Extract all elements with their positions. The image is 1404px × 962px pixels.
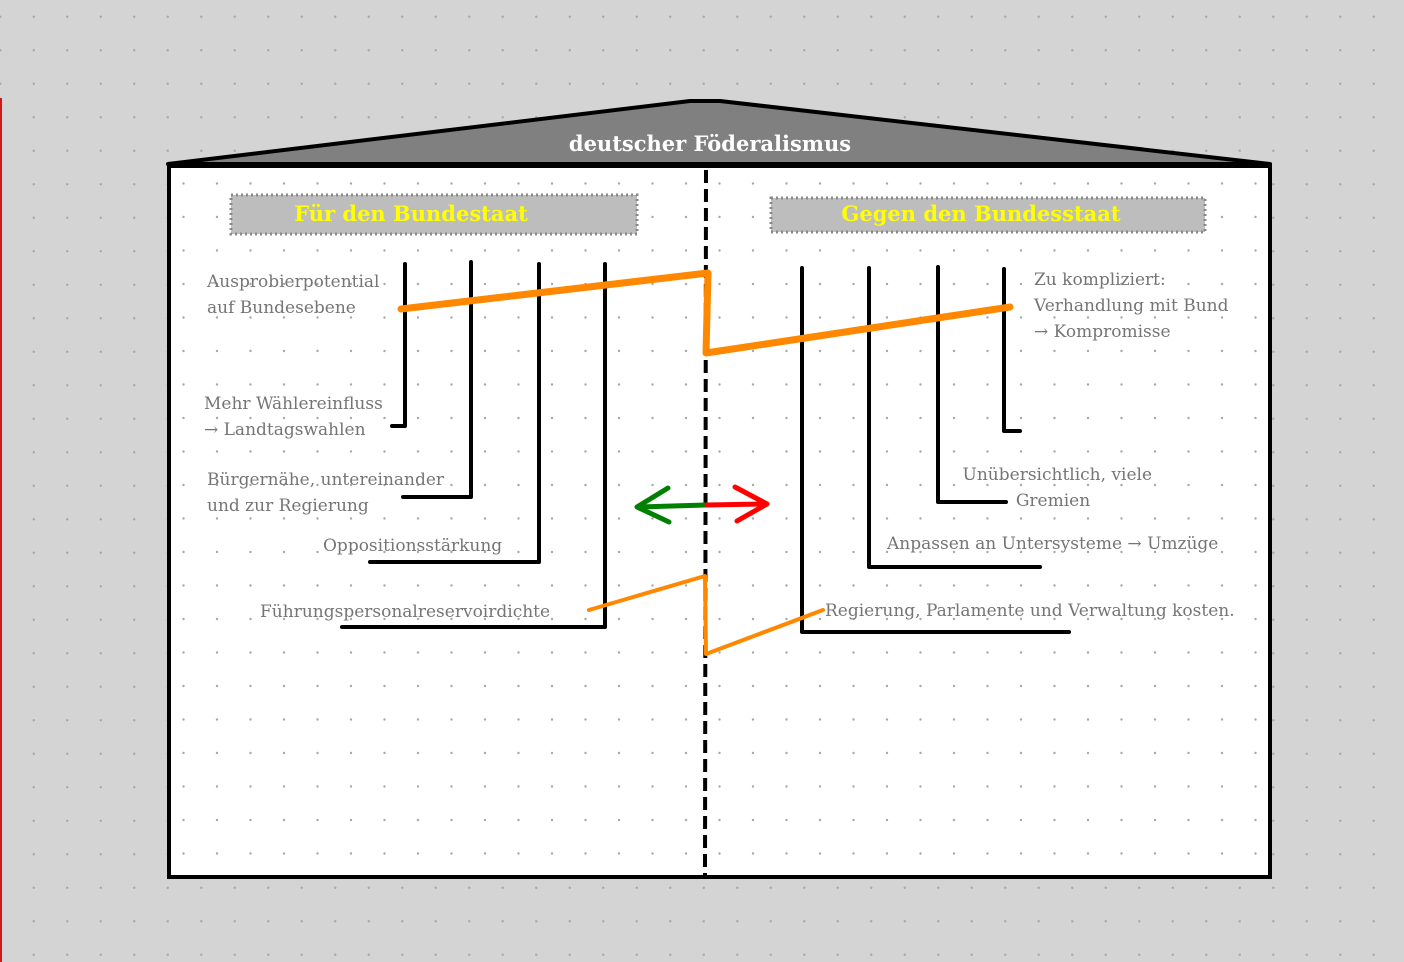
arrow-contra [704,484,770,524]
pro-argument-3: Bürgernähe, untereinander und zur Regier… [207,470,449,516]
contra-argument-2: Unübersichtlich, viele Gremien [963,465,1158,511]
pro-arguments: Ausprobierpotential auf Bundesebene Mehr… [204,272,550,622]
pro-pillar-2 [401,260,473,499]
contra-pillar-3 [867,266,1042,569]
pro-header: Für den Bundestaat [229,193,639,236]
pro-argument-5: Führungspersonalreservoirdichte [260,602,550,622]
contra-pillar-1 [1002,267,1022,433]
pro-argument-1: Ausprobierpotential auf Bundesebene [206,272,385,318]
pro-heading: Für den Bundestaat [294,201,528,226]
contra-pillar-4 [800,266,1071,634]
canvas-edge-marker [0,98,2,962]
contra-argument-4: Regierung, Parlamente und Verwaltung kos… [825,601,1235,621]
pro-pillars [340,260,607,629]
contra-arguments: Zu kompliziert: Verhandlung mit Bund → K… [825,270,1235,621]
pro-argument-2: Mehr Wählereinfluss → Landtagswahlen [204,394,388,440]
house-dot-grid [169,166,1270,877]
contra-argument-1: Zu kompliziert: Verhandlung mit Bund → K… [1033,270,1234,342]
contra-argument-3: Anpassen an Untersysteme → Umzüge [886,534,1218,554]
connector-bottom [587,574,825,656]
pro-pillar-1 [390,262,407,428]
pro-pillar-4 [340,262,607,629]
house-outline [167,164,1272,879]
contra-pillar-2 [936,265,1008,504]
pro-argument-4: Oppositionsstärkung [323,536,502,556]
contra-heading: Gegen den Bundesstaat [841,201,1120,226]
arrow-pro [634,485,709,525]
contra-pillars [800,265,1071,634]
diagram-title: deutscher Föderalismus [569,131,851,156]
contra-header: Gegen den Bundesstaat [769,196,1207,234]
pro-pillar-3 [368,262,541,564]
connector-top [397,269,1014,357]
